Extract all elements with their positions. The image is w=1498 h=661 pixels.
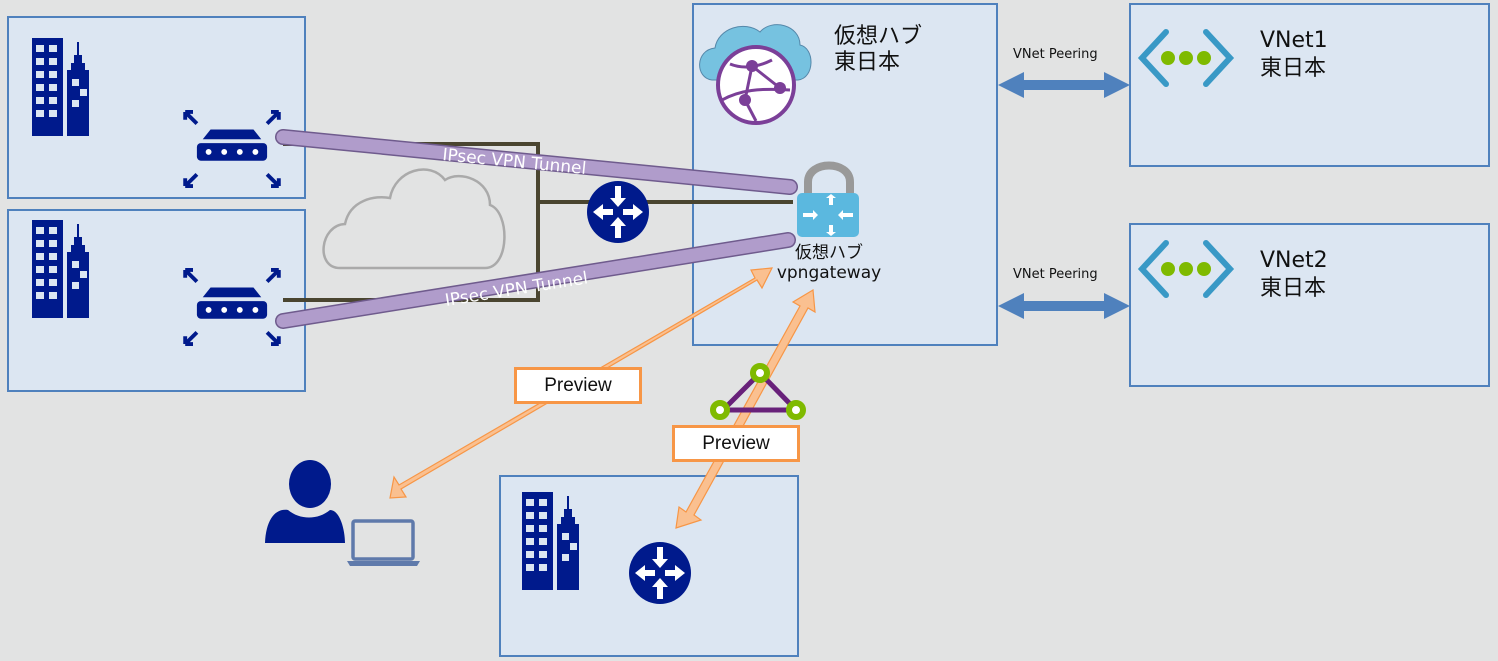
router-icon — [587, 181, 649, 243]
ipsec-tunnel-2: IPsec VPN Tunnel — [275, 232, 796, 329]
vnet1-region: 東日本 — [1260, 56, 1327, 81]
vpn-device-icon — [183, 110, 281, 188]
vnet-peering-label-2: VNet Peering — [1013, 267, 1098, 282]
building-icon — [522, 492, 579, 590]
vnet-peering-arrow-2 — [998, 293, 1130, 319]
vnet1-name: VNet1 — [1260, 28, 1328, 53]
building-icon — [32, 220, 89, 318]
router-icon — [629, 542, 691, 604]
vnet-peering-arrow-1 — [998, 72, 1130, 98]
tunnel-label: IPsec VPN Tunnel — [442, 145, 588, 179]
tunnel-label: IPsec VPN Tunnel — [444, 268, 590, 311]
expressroute-icon — [710, 363, 806, 420]
cloud-icon — [322, 168, 506, 270]
vnet1-box — [1129, 3, 1490, 167]
vnet2-name: VNet2 — [1260, 248, 1328, 273]
preview-badge: Preview — [672, 425, 800, 462]
vnet-peering-label-1: VNet Peering — [1013, 47, 1098, 62]
vnet2-box — [1129, 223, 1490, 387]
virtual-hub-title: 仮想ハブ 東日本 — [834, 24, 923, 76]
vpn-gateway-icon — [797, 161, 859, 237]
vnet-icon — [1142, 32, 1230, 84]
vpn-gateway-label: 仮想ハブ vpngateway — [776, 243, 882, 284]
vpn-device-icon — [183, 268, 281, 346]
virtual-hub-icon — [699, 24, 812, 125]
building-icon — [32, 38, 89, 136]
user-icon — [265, 460, 345, 543]
vnet2-region: 東日本 — [1260, 276, 1327, 301]
vnet-icon — [1142, 243, 1230, 295]
laptop-icon — [347, 519, 420, 566]
preview-badge: Preview — [514, 367, 642, 404]
